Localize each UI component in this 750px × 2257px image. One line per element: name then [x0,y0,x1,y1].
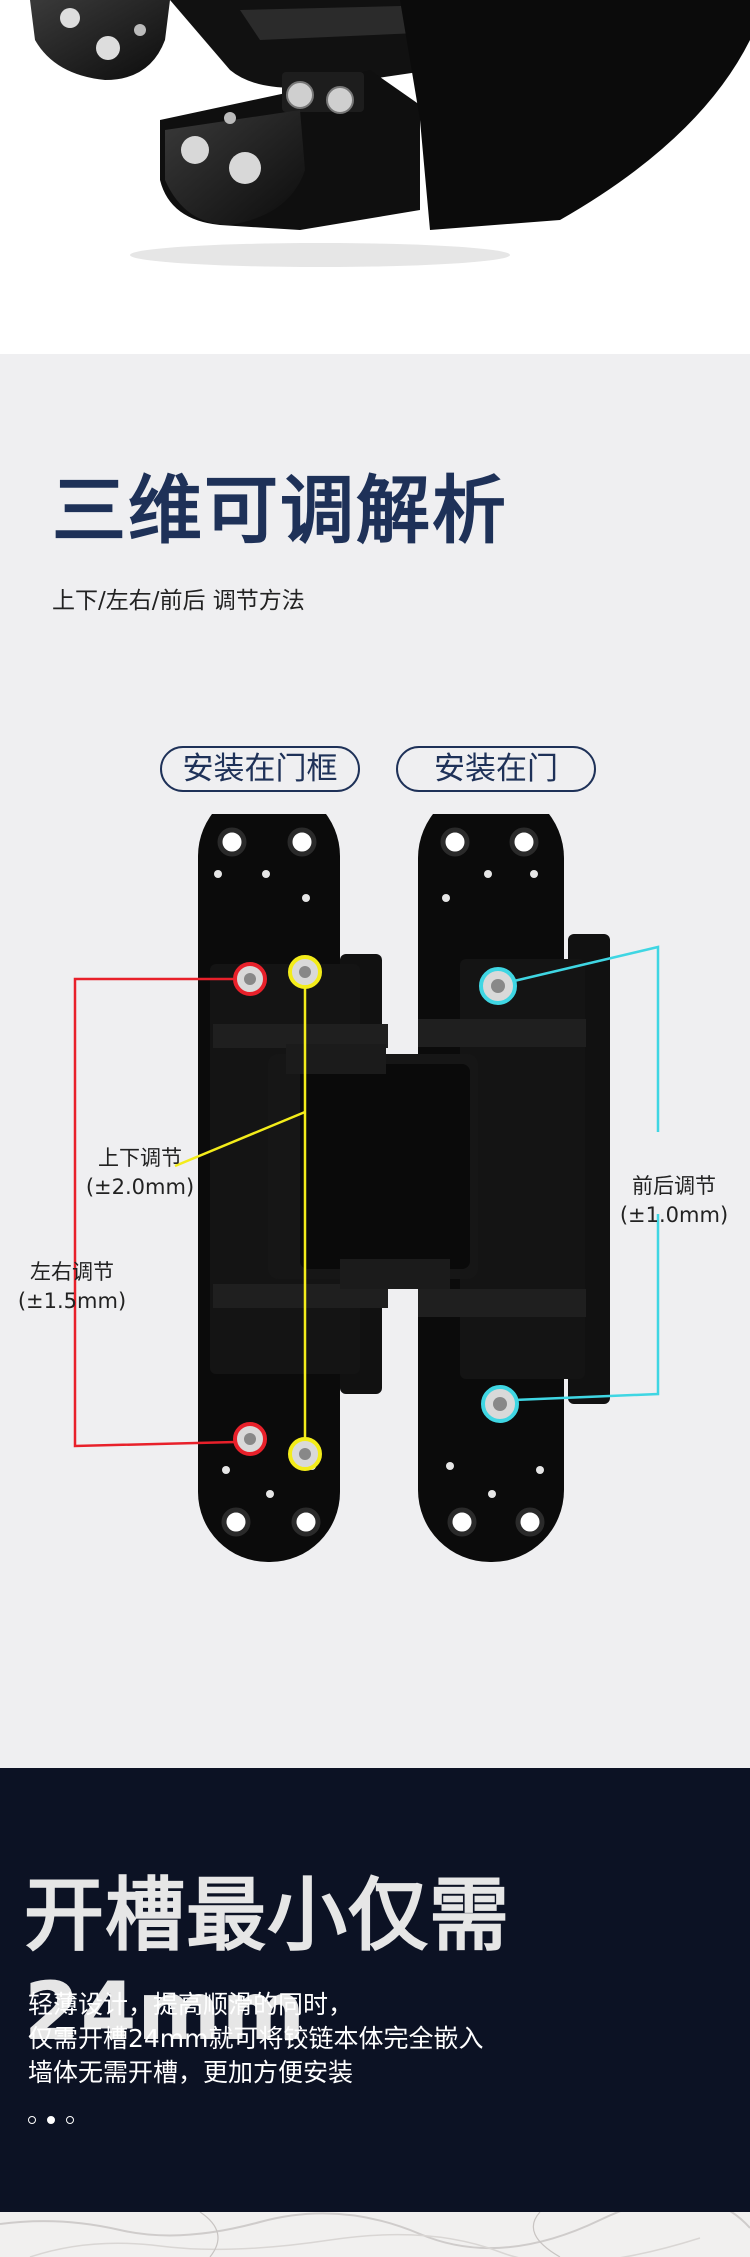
marble-image [0,2212,750,2257]
adjustment-title: 三维可调解析 [52,468,508,554]
carousel-indicator [28,2116,74,2124]
slot-section: 开槽最小仅需24mm 轻薄设计，提高顺滑的同时， 仅需开槽24mm就可将铰链本体… [0,1768,750,2212]
carousel-dot[interactable] [66,2116,74,2124]
hinge-diagram [73,814,660,1562]
slot-description-line: 轻薄设计，提高顺滑的同时， [28,1990,354,2019]
carousel-dot-active[interactable] [47,2116,55,2124]
slot-description-line: 仅需开槽24mm就可将铰链本体完全嵌入 [28,2024,484,2053]
left-right-label: 左右调节 (±1.5mm) [17,1260,127,1313]
slot-title: 开槽最小仅需24mm [24,1869,510,2058]
up-down-adjust-marker [174,955,322,1471]
carousel-dot[interactable] [28,2116,36,2124]
front-back-adjust-marker [479,945,660,1423]
up-down-label: 上下调节 (±2.0mm) [85,1146,195,1199]
door-plate [418,814,610,1562]
adjustment-subtitle: 上下/左右/前后 调节方法 [52,588,305,614]
door-install-tag: 安装在门 [396,746,596,792]
left-right-adjust-marker [73,962,267,1456]
adjustment-section: 三维可调解析 上下/左右/前后 调节方法 安装在门框 安装在门 [0,354,750,1768]
marble-texture [0,2212,750,2257]
slot-description-line: 墙体无需开槽，更加方便安装 [28,2058,354,2087]
hinge-closeup-image [30,0,750,267]
front-back-label: 前后调节 (±1.0mm) [619,1174,729,1227]
frame-install-tag: 安装在门框 [160,746,360,792]
hinge-knuckle [268,1044,478,1289]
product-photo [0,0,750,354]
